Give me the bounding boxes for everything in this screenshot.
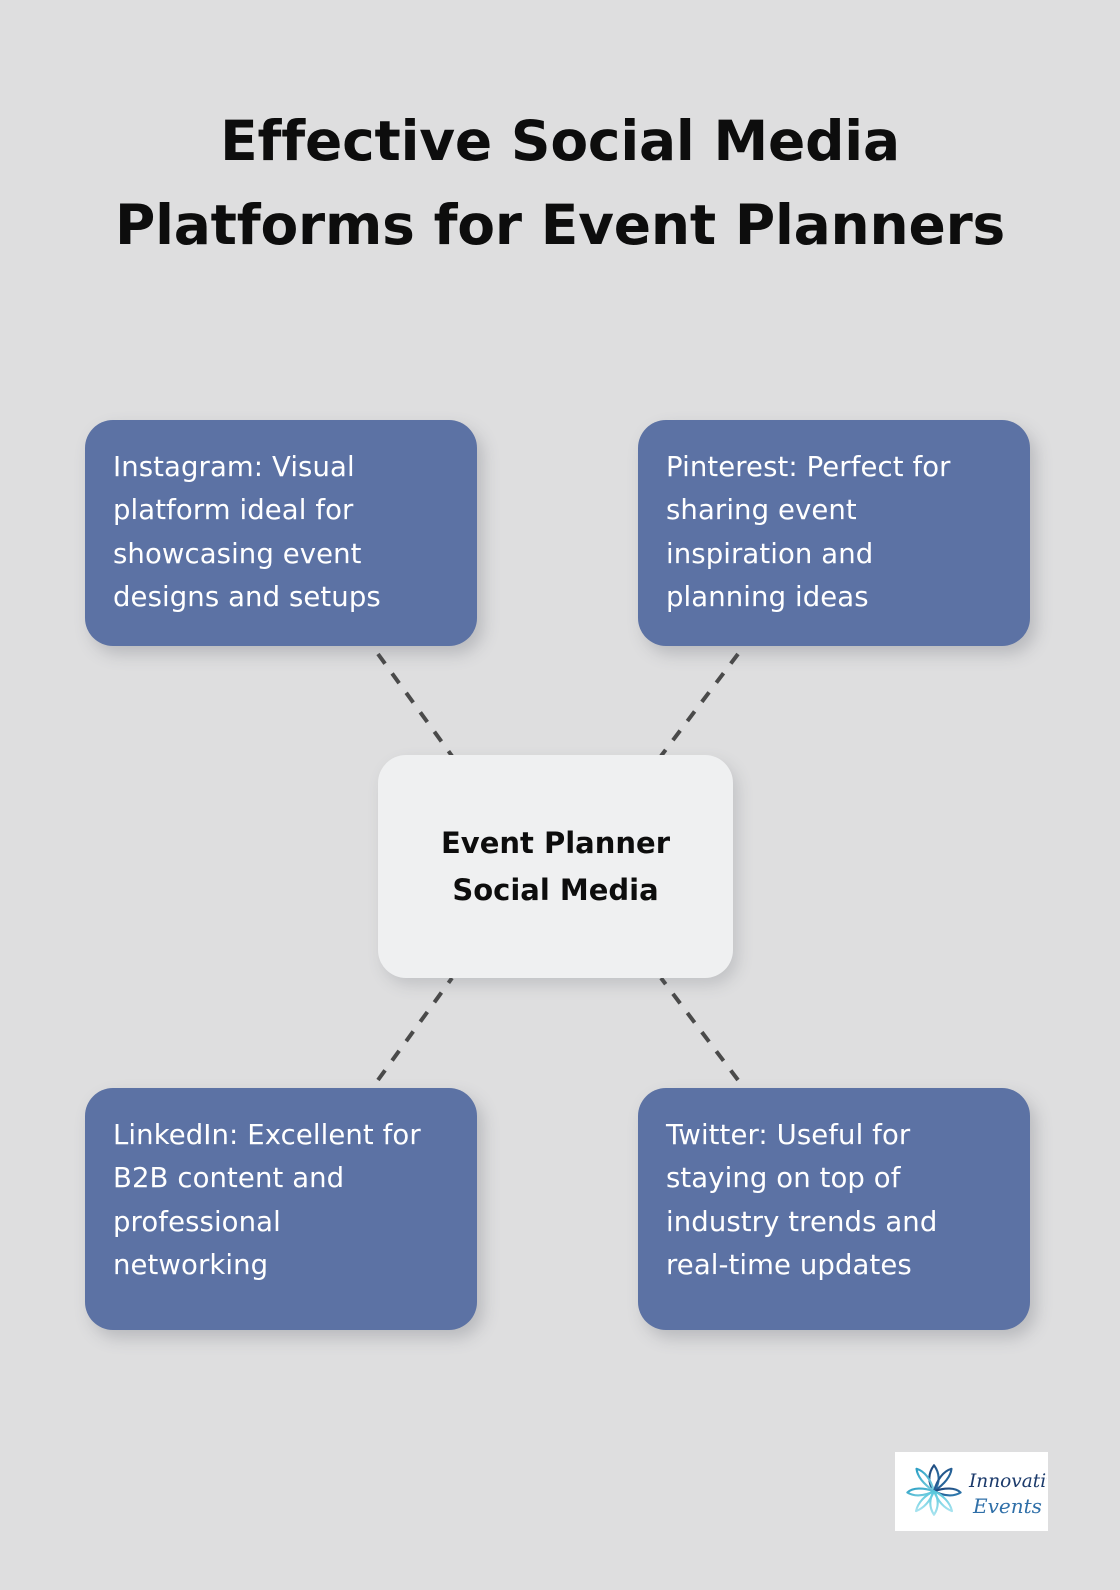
card-linkedin-line-4: networking [113,1249,269,1282]
card-pinterest-line-4: planning ideas [666,581,869,614]
card-instagram-line-3: showcasing event [113,537,362,570]
card-pinterest-line-3: inspiration and [666,537,874,570]
connector-pinterest-to-center [659,652,740,758]
card-linkedin[interactable]: LinkedIn: Excellent for B2B content and … [85,1088,477,1330]
card-instagram[interactable]: Instagram: Visual platform ideal for sho… [85,420,477,646]
center-node[interactable]: Event Planner Social Media [378,755,733,978]
card-instagram-line-4: designs and setups [113,581,381,614]
card-twitter-line-1: Twitter: Useful for [666,1119,911,1151]
card-linkedin-line-3: professional [113,1205,281,1238]
card-twitter-line-3: industry trends and [666,1205,938,1238]
card-twitter-line-4: real-time updates [666,1249,912,1282]
card-pinterest-line-2: sharing event [666,494,857,527]
card-instagram-line-2: platform ideal for [113,494,354,527]
connector-twitter-to-center [659,976,740,1082]
card-linkedin-line-2: B2B content and [113,1162,345,1195]
brand-wordmark-line-2: Events [972,1494,1042,1518]
connector-linkedin-to-center [376,976,454,1082]
page-title-line-2: Platforms for Event Planners [114,192,1006,257]
brand-wordmark: Innovative Events [967,1461,1048,1523]
card-linkedin-line-1: LinkedIn: Excellent for [113,1119,421,1151]
page-title-line-1: Effective Social Media [220,109,900,173]
brand-logo: Innovative Events [895,1452,1048,1531]
page-title: Effective Social Media Platforms for Eve… [60,100,1060,267]
center-node-label: Event Planner Social Media [440,825,670,907]
connector-instagram-to-center [376,652,454,758]
brand-wordmark-line-1: Innovative [968,1471,1047,1492]
lotus-flower-icon [903,1459,965,1525]
card-pinterest-line-1: Pinterest: Perfect for [666,451,951,483]
card-instagram-line-1: Instagram: Visual [113,451,355,483]
card-twitter-line-2: staying on top of [666,1162,901,1195]
card-pinterest[interactable]: Pinterest: Perfect for sharing event ins… [638,420,1030,646]
card-twitter[interactable]: Twitter: Useful for staying on top of in… [638,1088,1030,1330]
